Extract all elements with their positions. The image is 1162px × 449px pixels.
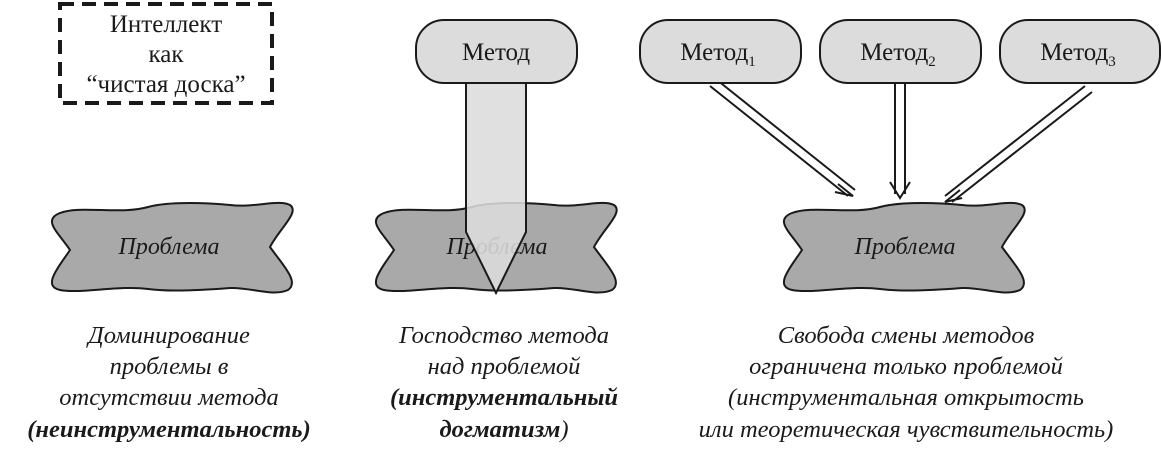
method-2-label: Метод2 xyxy=(860,39,936,70)
arrow-method-2 xyxy=(889,84,911,200)
method-label: Метод xyxy=(462,39,530,66)
problem-label-3: Проблема xyxy=(854,234,956,260)
method-3-box xyxy=(999,19,1161,84)
panel-no-method: Интеллект как “чистая доска” Проблема До… xyxy=(27,2,311,443)
problem-blob-3 xyxy=(782,201,1026,294)
caption-3-line-2: ограничена только проблемой xyxy=(749,353,1063,380)
caption-1-line-2: проблемы в xyxy=(110,353,229,380)
blank-slate-line-3: “чистая доска” xyxy=(86,71,245,98)
method-box xyxy=(415,19,578,84)
problem-label-1: Проблема xyxy=(118,234,220,260)
caption-2-bold-line-1: (инструментальный xyxy=(390,384,618,411)
blank-slate-box xyxy=(58,2,274,105)
caption-1-line-3: отсутствии метода xyxy=(59,384,279,411)
caption-2-tail: ) xyxy=(558,416,568,443)
problem-blob-1 xyxy=(50,201,294,294)
arrow-method-1 xyxy=(709,79,856,197)
method-2-box xyxy=(819,19,982,84)
caption-2-bold-line-2: догматизм xyxy=(439,416,560,443)
caption-3-line-1: Свобода смены методов xyxy=(778,322,1035,349)
caption-1-line-1: Доминирование xyxy=(86,322,250,349)
blank-slate-line-2: как xyxy=(148,41,184,68)
panel-method-freedom: Проблема Метод1 Метод2 Метод3 Свобода см… xyxy=(639,19,1161,443)
blank-slate-line-1: Интеллект xyxy=(110,11,222,38)
caption-3-line-4: или теоретическая чувствительность) xyxy=(699,416,1114,443)
caption-2-line-2: над проблемой xyxy=(428,353,581,380)
method-1-label: Метод1 xyxy=(680,39,756,70)
method-3-label: Метод3 xyxy=(1040,39,1116,70)
caption-2-line-1: Господство метода xyxy=(398,322,609,349)
panel-method-dominance: Проблема Метод Господство метода над про… xyxy=(374,19,618,443)
arrow-method-3 xyxy=(944,85,1093,203)
caption-2-line-4: догматизм) xyxy=(439,416,568,443)
method-1-box xyxy=(639,19,802,84)
caption-3-line-3: (инструментальная открытость xyxy=(728,384,1084,411)
caption-1-bold: (неинструментальность) xyxy=(27,416,310,443)
